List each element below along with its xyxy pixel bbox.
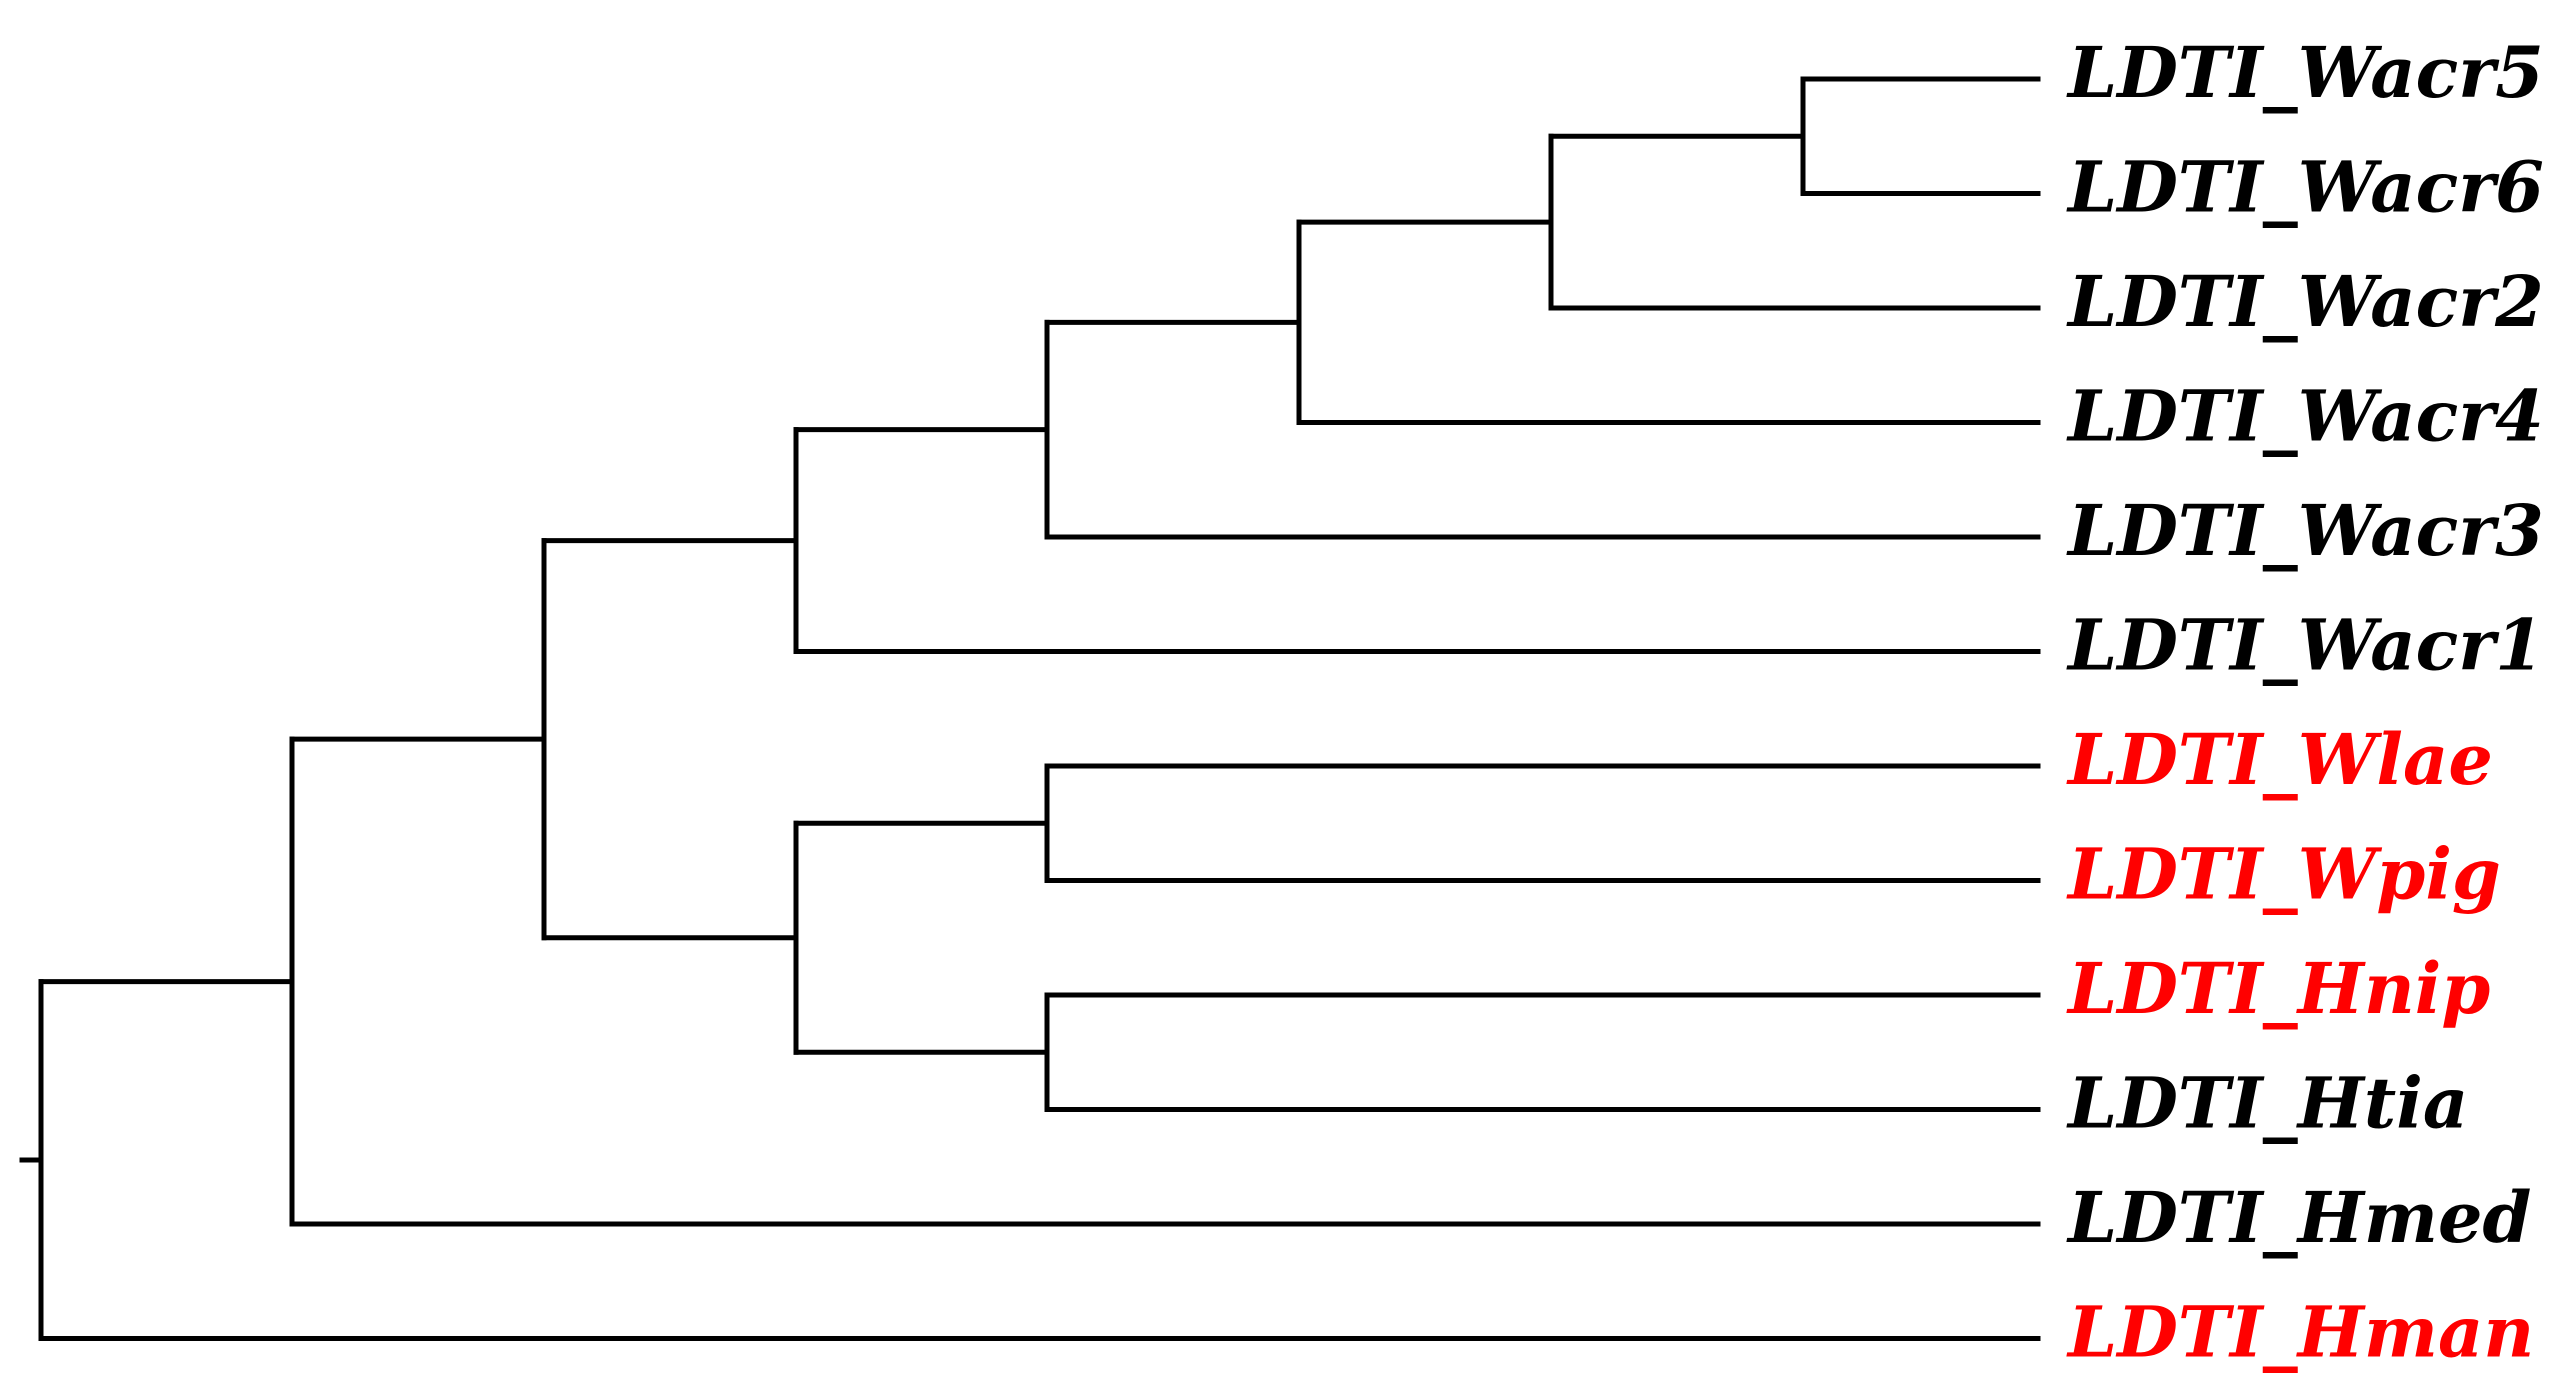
leaf-label-ldti-hman: LDTI_Hman — [2066, 1291, 2534, 1374]
leaf-label-ldti-htia: LDTI_Htia — [2066, 1062, 2468, 1145]
leaf-label-ldti-wacr5: LDTI_Wacr5 — [2066, 31, 2544, 114]
leaf-label-ldti-wlae: LDTI_Wlae — [2066, 718, 2493, 801]
leaf-label-ldti-wacr6: LDTI_Wacr6 — [2066, 146, 2544, 229]
leaf-label-ldti-wacr4: LDTI_Wacr4 — [2066, 375, 2544, 458]
leaf-label-ldti-hnip: LDTI_Hnip — [2066, 947, 2490, 1030]
tree-leaf-labels: LDTI_Wacr5LDTI_Wacr6LDTI_Wacr2LDTI_Wacr4… — [2066, 31, 2544, 1374]
leaf-label-ldti-wpig: LDTI_Wpig — [2066, 833, 2501, 916]
leaf-label-ldti-wacr2: LDTI_Wacr2 — [2066, 260, 2544, 343]
leaf-label-ldti-wacr3: LDTI_Wacr3 — [2066, 489, 2544, 572]
tree-branches — [19, 76, 2041, 1341]
leaf-label-ldti-hmed: LDTI_Hmed — [2066, 1176, 2531, 1259]
leaf-label-ldti-wacr1: LDTI_Wacr1 — [2066, 604, 2544, 687]
